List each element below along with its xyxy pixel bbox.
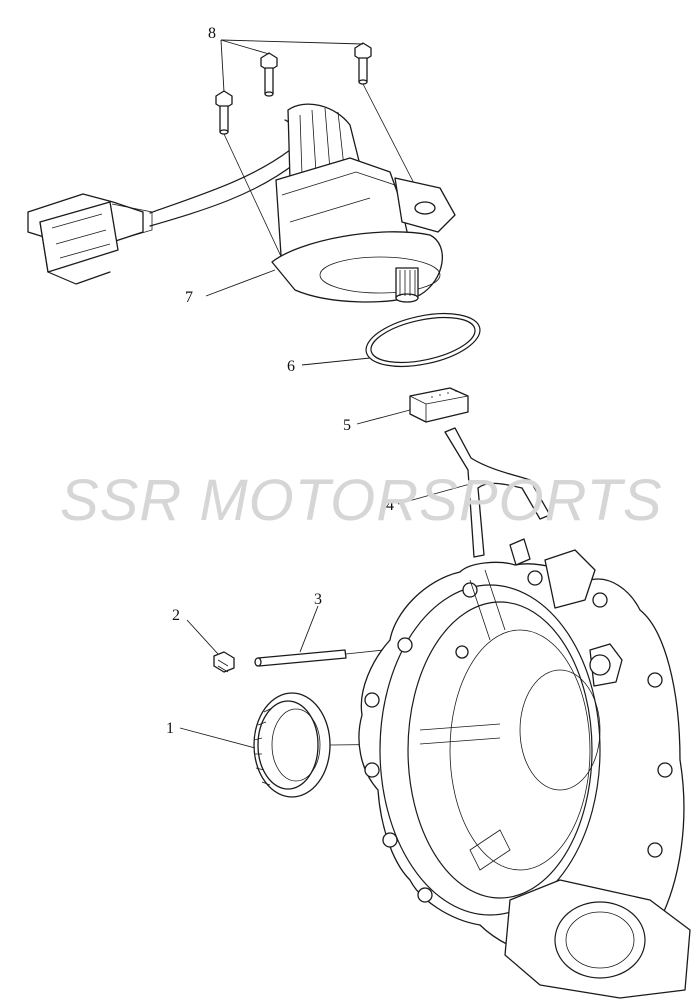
part-3-pin: [254, 605, 461, 667]
part-8-bolts: [215, 39, 421, 266]
bolt-middle: [260, 52, 278, 97]
callout-7: 7: [185, 289, 193, 306]
callout-8: 8: [208, 25, 216, 42]
part-7-actuator-motor: [27, 103, 456, 303]
callout-2: 2: [172, 607, 180, 624]
transmission-housing: [358, 538, 691, 999]
callout-3: 3: [314, 591, 322, 608]
watermark: SSR MOTORSPORTS: [60, 468, 663, 533]
callout-4: 4: [386, 497, 394, 514]
part-1-splined-collar: [179, 692, 421, 798]
part-5-block: [356, 387, 469, 425]
callout-5: 5: [343, 417, 351, 434]
callout-6: 6: [287, 358, 295, 375]
part-6-o-ring: [301, 313, 481, 367]
bolt-right: [354, 42, 372, 85]
callout-1: 1: [166, 720, 174, 737]
callout-labels: 1 2 3 4 5 6 7 8: [166, 25, 394, 737]
bolt-left: [215, 90, 233, 135]
part-2-screw: [186, 619, 235, 673]
part-4-shift-fork: [397, 427, 551, 558]
flange-bolt-holes: [364, 570, 673, 903]
